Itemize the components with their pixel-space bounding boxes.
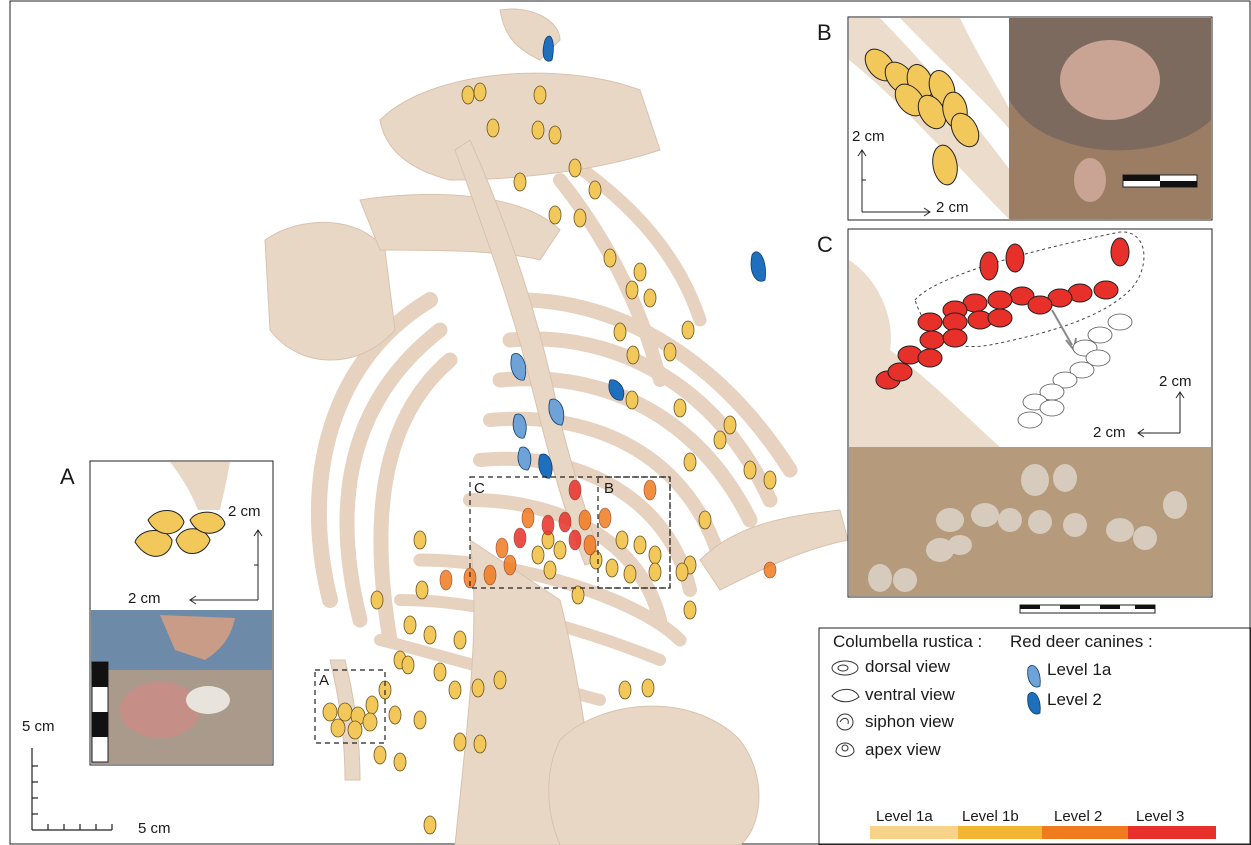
panel-c-scale-horizontal-label: 2 cm	[1093, 424, 1126, 441]
level-label-2: Level 2	[1054, 808, 1102, 825]
legend-canines-title: Red deer canines :	[1010, 632, 1153, 652]
panel-b-photo-scale	[1123, 175, 1197, 187]
level-label-1a: Level 1a	[876, 808, 933, 825]
panel-b-photo-shell	[1074, 158, 1106, 202]
main-box-b-label: B	[604, 480, 614, 497]
panel-c-photo-scale	[1020, 605, 1155, 613]
legend-ventral-view: ventral view	[865, 685, 955, 705]
main-box-a-label: A	[319, 672, 329, 689]
level-label-3: Level 3	[1136, 808, 1184, 825]
panel-a-scale-vertical-label: 2 cm	[228, 503, 261, 520]
panel-b-scale-vertical-label: 2 cm	[852, 128, 885, 145]
panel-b-photo-shells	[1060, 40, 1160, 120]
legend-canine-level-1a: Level 1a	[1047, 660, 1111, 680]
panel-c-label: C	[817, 232, 833, 258]
level-swatch-1a	[870, 826, 958, 839]
panel-a-scale-horizontal-label: 2 cm	[128, 590, 161, 607]
level-swatch-3	[1128, 826, 1216, 839]
panel-b-label: B	[817, 20, 832, 46]
legend-canine-level-2: Level 2	[1047, 690, 1102, 710]
panel-b-scale-horizontal-label: 2 cm	[936, 199, 969, 216]
panel-a-photo-shells	[120, 682, 200, 738]
legend-apex-view: apex view	[865, 740, 941, 760]
panel-c-scale-vertical-label: 2 cm	[1159, 373, 1192, 390]
main-scale-horizontal-label: 5 cm	[138, 820, 171, 837]
legend-shell-icons	[832, 661, 859, 757]
level-swatch-1b	[958, 826, 1042, 839]
main-scale-vertical-label: 5 cm	[22, 718, 55, 735]
legend-canine-icons	[1028, 665, 1041, 714]
level-swatch-2	[1042, 826, 1128, 839]
legend-siphon-view: siphon view	[865, 712, 954, 732]
legend-dorsal-view: dorsal view	[865, 657, 950, 677]
panel-a-label: A	[60, 464, 75, 490]
main-box-c-label: C	[474, 480, 485, 497]
panel-a-photo-stone	[186, 686, 230, 714]
legend-level-bar	[870, 826, 1216, 839]
level-label-1b: Level 1b	[962, 808, 1019, 825]
legend-shells-title: Columbella rustica :	[833, 632, 982, 652]
panel-a-photo-scale	[92, 662, 108, 762]
